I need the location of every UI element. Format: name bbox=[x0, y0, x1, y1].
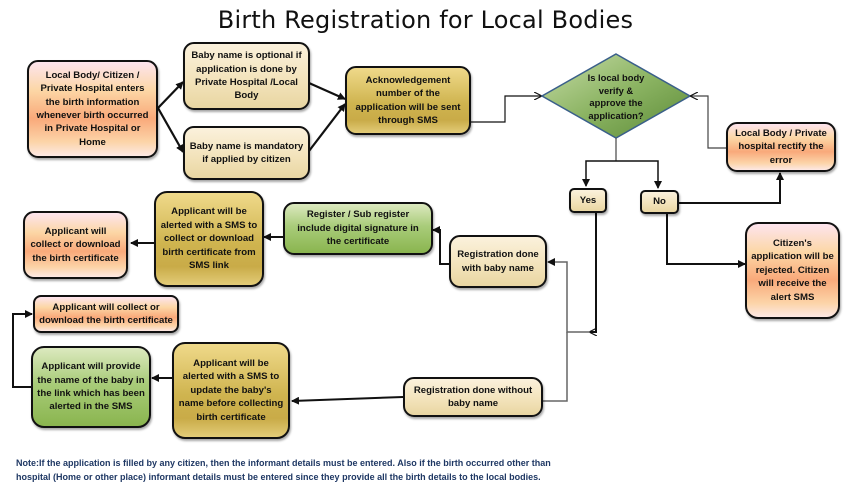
node-start: Local Body/ Citizen / Private Hospital e… bbox=[27, 60, 158, 158]
arrow-decision-to-no bbox=[616, 160, 662, 189]
footnote: Note:If the application is filled by any… bbox=[16, 457, 551, 484]
arrow-reg-with-name-to-register bbox=[432, 226, 449, 265]
node-register-digital-signature: Register / Sub register include digital … bbox=[283, 202, 433, 255]
node-no: No bbox=[640, 190, 679, 214]
node-name-optional: Baby name is optional if application is … bbox=[183, 42, 310, 110]
arrow-rectify-to-decision bbox=[691, 96, 726, 149]
node-yes-text: Yes bbox=[579, 194, 597, 206]
footnote-line-2: hospital (Home or other place) informant… bbox=[16, 471, 541, 482]
node-registration-without-name-text: Registration done without baby name bbox=[413, 384, 533, 409]
arrow-decision-to-yes bbox=[582, 160, 616, 187]
node-alert-collect-sms: Applicant will be alerted with a SMS to … bbox=[154, 191, 264, 287]
arrow-start-to-optional bbox=[157, 81, 184, 109]
node-name-optional-text: Baby name is optional if application is … bbox=[191, 50, 302, 102]
node-start-text: Local Body/ Citizen / Private Hospital e… bbox=[36, 69, 149, 148]
arrow-no-to-rejected bbox=[666, 213, 746, 268]
node-registration-without-name: Registration done without baby name bbox=[403, 377, 543, 417]
arrow-ack-to-decision bbox=[470, 96, 541, 123]
footnote-line-1: Note:If the application is filled by any… bbox=[16, 458, 551, 468]
node-no-text: No bbox=[653, 196, 666, 208]
node-register-digital-signature-text: Register / Sub register include digital … bbox=[297, 209, 419, 248]
node-name-mandatory-text: Baby name is mandatory if applied by cit… bbox=[189, 140, 304, 165]
node-application-rejected-text: Citizen's application will be rejected. … bbox=[751, 237, 834, 303]
arrow-provide-name-to-collect2 bbox=[12, 310, 33, 388]
arrow-mandatory-to-ack bbox=[308, 103, 346, 152]
arrow-split-to-reg-with-name bbox=[547, 258, 590, 333]
node-name-mandatory: Baby name is mandatory if applied by cit… bbox=[183, 126, 310, 180]
node-rectify-error-text: Local Body / Private hospital rectify th… bbox=[735, 127, 827, 166]
node-yes: Yes bbox=[569, 188, 607, 213]
arrow-reg-without-to-alert-update bbox=[291, 396, 404, 405]
arrow-yes-down bbox=[590, 213, 597, 332]
arrow-no-to-rectify bbox=[678, 172, 784, 204]
node-provide-baby-name-text: Applicant will provide the name of the b… bbox=[37, 361, 145, 413]
node-collect-certificate-2-text: Applicant will collect or download the b… bbox=[39, 301, 173, 326]
decision-label: Is local body verify & approve the appli… bbox=[587, 72, 645, 121]
node-collect-certificate-2: Applicant will collect or download the b… bbox=[33, 295, 179, 333]
node-collect-certificate-1-text: Applicant will collect or download the b… bbox=[30, 225, 121, 264]
node-alert-update-name: Applicant will be alerted with a SMS to … bbox=[172, 342, 290, 439]
node-rectify-error: Local Body / Private hospital rectify th… bbox=[726, 122, 836, 172]
arrow-optional-to-ack bbox=[308, 81, 346, 101]
arrow-start-to-mandatory bbox=[157, 107, 184, 153]
node-provide-baby-name: Applicant will provide the name of the b… bbox=[31, 346, 151, 428]
diagram-title: Birth Registration for Local Bodies bbox=[217, 6, 634, 34]
node-registration-with-name: Registration done with baby name bbox=[449, 235, 547, 288]
node-collect-certificate-1: Applicant will collect or download the b… bbox=[23, 211, 128, 279]
node-alert-collect-sms-text: Applicant will be alerted with a SMS to … bbox=[160, 206, 258, 272]
node-acknowledgement: Acknowledgement number of the applicatio… bbox=[345, 66, 471, 135]
node-application-rejected: Citizen's application will be rejected. … bbox=[745, 222, 840, 319]
node-alert-update-name-text: Applicant will be alerted with a SMS to … bbox=[178, 357, 284, 423]
node-acknowledgement-text: Acknowledgement number of the applicatio… bbox=[355, 74, 461, 126]
node-registration-with-name-text: Registration done with baby name bbox=[457, 249, 539, 274]
